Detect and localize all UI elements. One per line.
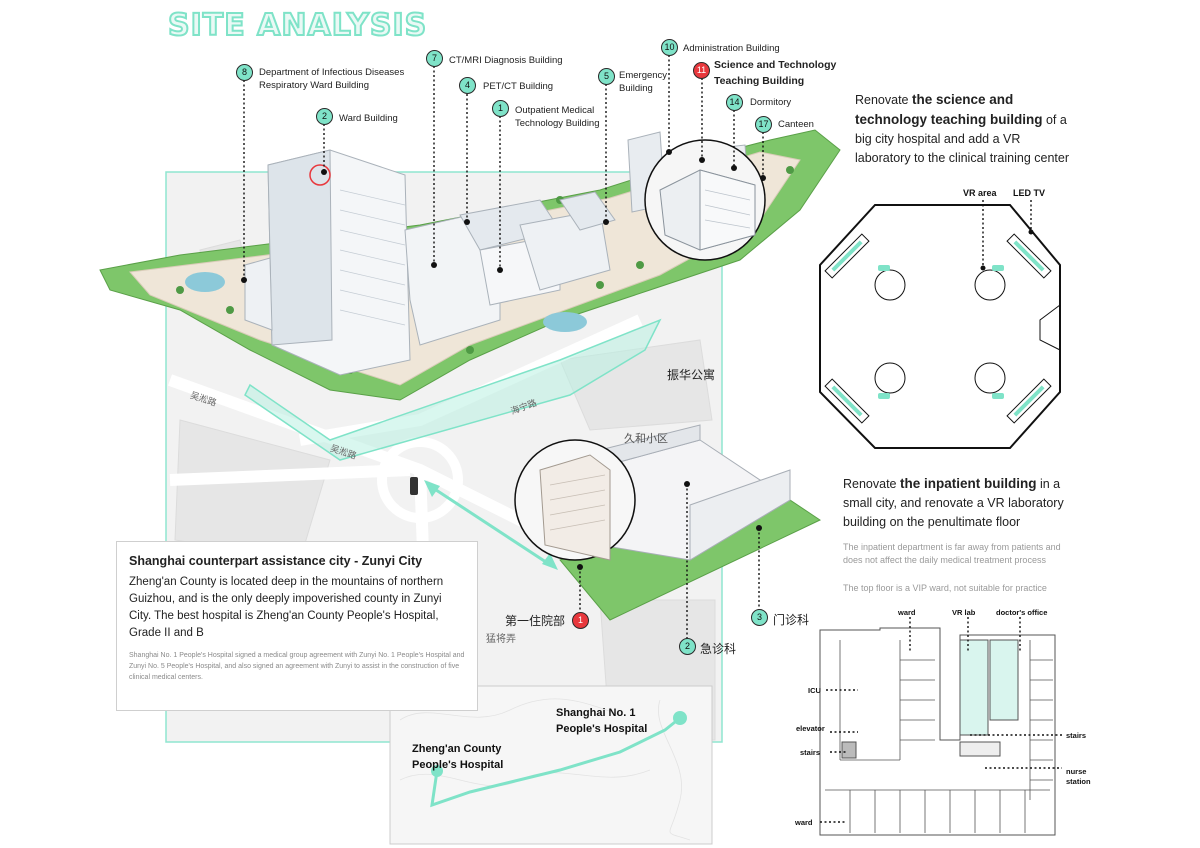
led-tv-label: LED TV [1013,188,1046,198]
building-label-line: Emergency [619,70,668,81]
vr-area-label: VR area [963,188,997,198]
inpatient-note: The top floor is a VIP ward, not suitabl… [843,583,1047,593]
plan-label-icu: ICU [808,686,821,695]
building-number-badge: 1 [492,100,509,117]
inpatient-note: The inpatient department is far away fro… [843,542,1061,565]
building-label: Department of Infectious Diseases Respir… [259,66,404,92]
building-number-badge: 4 [459,77,476,94]
building-label-line: Science and Technology [714,59,837,71]
map-label: 久和小区 [624,433,668,445]
zunyi-building-label: 门诊科 [773,613,810,627]
building-number-badge: 10 [661,39,678,56]
building-label: PET/CT Building [483,81,554,92]
building-label-line: Technology Building [515,118,600,129]
plan-label-nurse-station: nurse station [1066,767,1091,786]
vr-lab-description: Renovate the science and technology teac… [855,90,1075,168]
zhengan-hospital-label: Zheng'an County People's Hospital [412,743,504,771]
info-heading: Shanghai counterpart assistance city - Z… [129,554,423,568]
plan-label-ward: ward [898,608,916,617]
building-label-highlight: Science and Technology Teaching Building [714,57,836,89]
plan-label-stairs: stairs [800,748,821,757]
zunyi-number-badge: 3 [751,609,768,626]
building-label-line: Department of Infectious Diseases [259,67,405,78]
building-label-line: Respiratory Ward Building [259,80,369,91]
description-text: in a small city, and renovate a VR labor… [843,477,1064,529]
building-label-line: Building [619,83,653,94]
zunyi-building-label: 急诊科 [700,642,737,656]
building-label: Administration Building [683,43,780,54]
plan-label-doctors-office: doctor's office [996,608,1048,617]
building-label: CT/MRI Diagnosis Building [449,55,563,66]
building-number-badge: 14 [726,94,743,111]
description-text: Renovate [843,477,900,491]
building-number-badge: 5 [598,68,615,85]
building-label: Ward Building [339,113,398,124]
map-label: 猛将弄 [486,634,516,645]
info-paragraph: Zheng'an County is located deep in the m… [129,576,444,639]
building-label: Outpatient Medical Technology Building [515,104,600,130]
building-number-badge-highlight: 11 [693,62,710,79]
building-number-badge: 8 [236,64,253,81]
building-label: Emergency Building [619,69,667,95]
description-emphasis: the science and technology teaching buil… [855,92,1043,127]
shanghai-hospital-label: Shanghai No. 1 People's Hospital [556,707,648,735]
zunyi-number-badge: 2 [679,638,696,655]
plan-label-ward: ward [795,818,813,827]
building-label: Canteen [778,119,814,130]
inpatient-description: Renovate the inpatient building in a sma… [843,474,1068,532]
building-number-badge: 17 [755,116,772,133]
building-label-line: Outpatient Medical [515,105,595,116]
plan-label-stairs: stairs [1066,731,1087,740]
zunyi-info-box: Shanghai counterpart assistance city - Z… [116,541,478,711]
building-number-badge: 2 [316,108,333,125]
plan-label-elevator: elevator [796,724,825,733]
building-label: Dormitory [750,97,792,108]
zunyi-building-label: 第一住院部 [505,614,566,628]
building-label-line: Teaching Building [714,75,805,87]
description-text: Renovate [855,93,912,107]
building-number-badge: 7 [426,50,443,67]
zunyi-number-badge-highlight: 1 [572,612,589,629]
map-label: 振华公寓 [667,368,716,382]
info-small-print: Shanghai No. 1 People's Hospital signed … [129,652,465,681]
description-emphasis: the inpatient building [899,476,1037,491]
description-text: of a big city hospital and add a VR labo… [855,113,1070,165]
plan-label-vr-lab: VR lab [952,608,976,617]
page-title: SITE ANALYSIS [167,7,428,44]
